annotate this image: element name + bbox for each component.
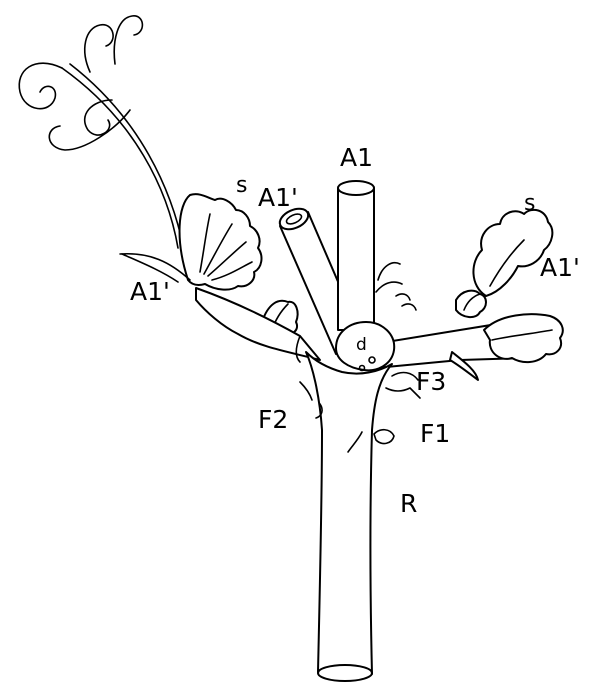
branch-a1p-left-lower (196, 288, 320, 362)
label-f2: F2 (258, 405, 288, 434)
label-a1p-right: A1' (540, 253, 580, 282)
label-a1: A1 (340, 143, 373, 172)
label-s-right: s (524, 191, 535, 216)
tendril (19, 16, 184, 250)
label-f3: F3 (416, 367, 446, 396)
label-d: d (356, 335, 367, 355)
stipule-left (180, 194, 262, 289)
label-s-left: s (236, 173, 247, 198)
label-f1: F1 (420, 419, 450, 448)
label-a1p-left-lower: A1' (130, 277, 170, 306)
branch-a1-center (338, 181, 374, 330)
label-a1p-left-upper: A1' (258, 183, 298, 212)
node-frills (376, 263, 486, 317)
label-r: R (400, 489, 417, 518)
